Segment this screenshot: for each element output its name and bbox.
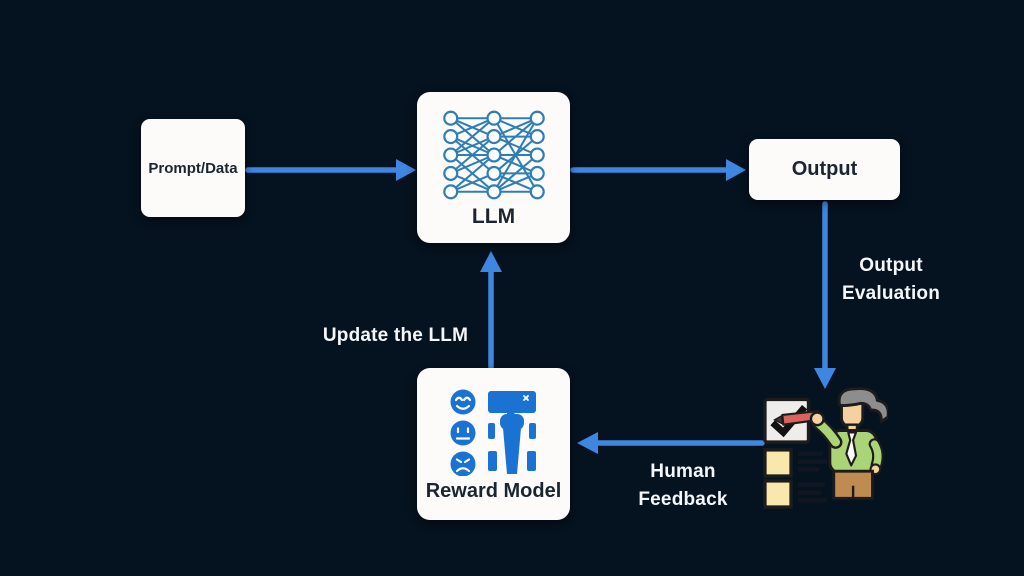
llm-label: LLM bbox=[471, 204, 516, 228]
arrow-llm-to-output bbox=[570, 159, 746, 181]
node-llm: LLM bbox=[417, 92, 570, 243]
human-evaluator-icon bbox=[762, 382, 890, 510]
edge-label-human-feedback: Human Feedback bbox=[638, 461, 728, 510]
arrow-prompt-to-llm bbox=[245, 159, 416, 181]
arrow-output-to-human bbox=[814, 201, 836, 389]
node-reward-model: Reward Model bbox=[417, 368, 570, 520]
arrow-reward-to-llm bbox=[480, 251, 502, 370]
node-prompt-data: Prompt/Data bbox=[141, 119, 245, 217]
arrow-human-to-reward bbox=[577, 432, 765, 454]
output-label: Output bbox=[791, 158, 858, 180]
feedback-faces-icon bbox=[450, 389, 536, 476]
reward-model-label: Reward Model bbox=[425, 479, 562, 502]
edge-label-update-the-llm: Update the LLM bbox=[322, 325, 469, 346]
prompt-data-label: Prompt/Data bbox=[148, 159, 238, 177]
node-output: Output bbox=[749, 139, 900, 200]
edge-label-output-evaluation: Output Evaluation bbox=[841, 255, 941, 304]
neural-network-icon bbox=[442, 110, 545, 199]
